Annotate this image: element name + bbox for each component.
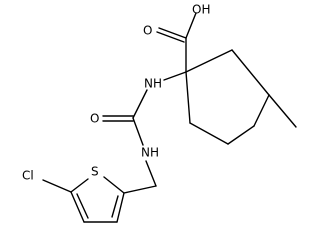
- bond-ring-2: [231, 49, 270, 96]
- bond-ch2-to-thiophene: [123, 185, 157, 194]
- bond-ring-4: [227, 125, 255, 145]
- atom-label-sulfur: S: [91, 165, 99, 179]
- structure-canvas: OH O NH O NH S Cl: [22, 3, 297, 223]
- atom-label-oh: OH: [192, 3, 210, 17]
- bond-c5-to-cl: [42, 179, 72, 193]
- bond-nh-to-carbonyl: [132, 89, 148, 119]
- molecule-drawing: OH O NH O NH S Cl: [22, 3, 297, 223]
- atom-label-nh-lower: NH: [141, 146, 159, 160]
- bond-thiophene-s-c5: [70, 178, 89, 193]
- bond-thiophene-c3-c2: [116, 192, 125, 223]
- atom-label-carbonyl-o: O: [143, 24, 152, 38]
- bond-acid-oh: [185, 12, 197, 39]
- bond-carbonyl-o-outer: [158, 27, 187, 39]
- bond-ring-3: [253, 94, 270, 127]
- atom-label-nh-upper: NH: [144, 77, 162, 91]
- bond-ring-6: [185, 71, 191, 124]
- bond-nh-to-ch2: [145, 160, 157, 187]
- atom-label-urea-o: O: [90, 112, 99, 126]
- bond-ring-5: [189, 122, 229, 145]
- bond-ring-1: [185, 49, 233, 73]
- bond-thiophene-c5-c4: [70, 191, 85, 223]
- bond-carbonyl-o-inner: [156, 31, 185, 43]
- atom-label-chlorine: Cl: [22, 169, 34, 183]
- bond-thiophene-c5-c4-double: [76, 193, 89, 219]
- bond-methyl: [268, 94, 297, 128]
- bond-thiophene-c3-c2-double: [111, 195, 119, 218]
- bond-carbonyl-to-nh: [132, 117, 144, 146]
- bond-quaternary-to-nh: [163, 71, 187, 81]
- bond-thiophene-c2-s: [103, 176, 125, 194]
